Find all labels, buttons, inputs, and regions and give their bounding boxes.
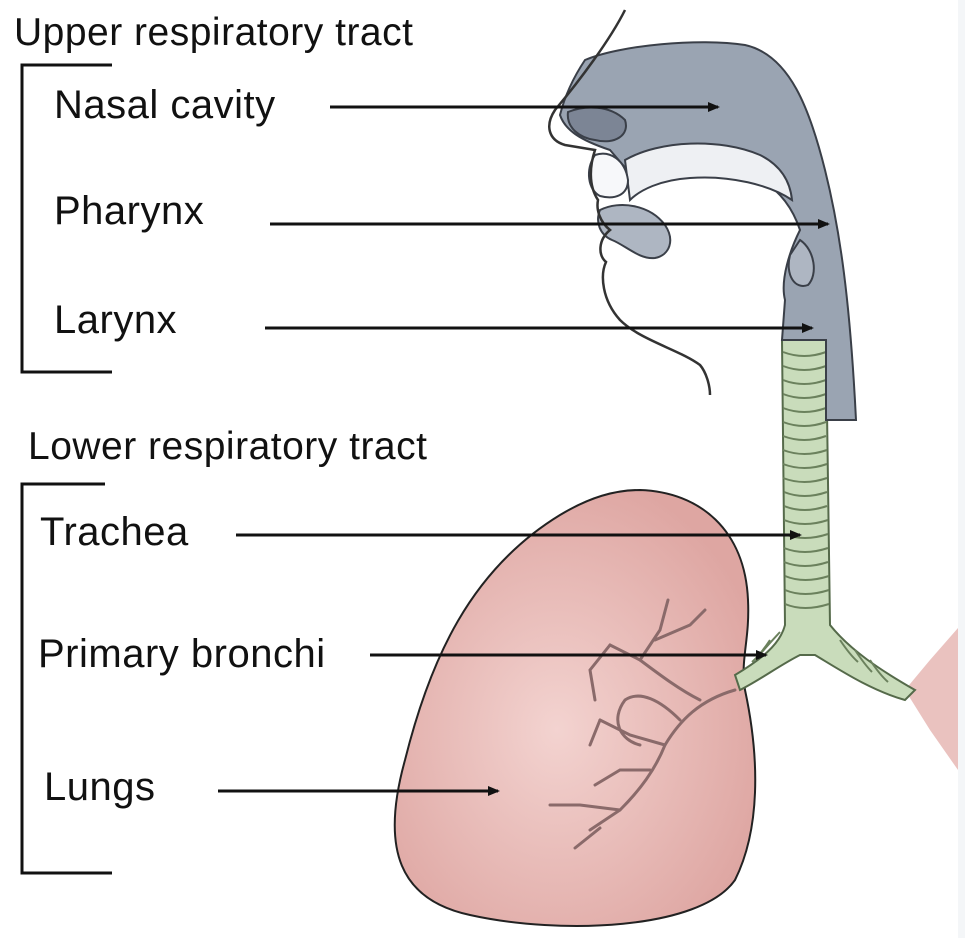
label-primary-bronchi: Primary bronchi <box>38 632 326 676</box>
left-lung <box>395 490 756 926</box>
label-trachea: Trachea <box>40 510 189 554</box>
upper-heading: Upper respiratory tract <box>14 11 413 54</box>
label-lungs: Lungs <box>44 765 155 809</box>
lower-heading: Lower respiratory tract <box>28 425 427 468</box>
label-nasal-cavity: Nasal cavity <box>54 83 276 127</box>
label-larynx: Larynx <box>54 298 177 342</box>
frame-edge <box>958 0 965 938</box>
label-pharynx: Pharynx <box>54 189 204 233</box>
right-lung-edge <box>905 620 965 780</box>
